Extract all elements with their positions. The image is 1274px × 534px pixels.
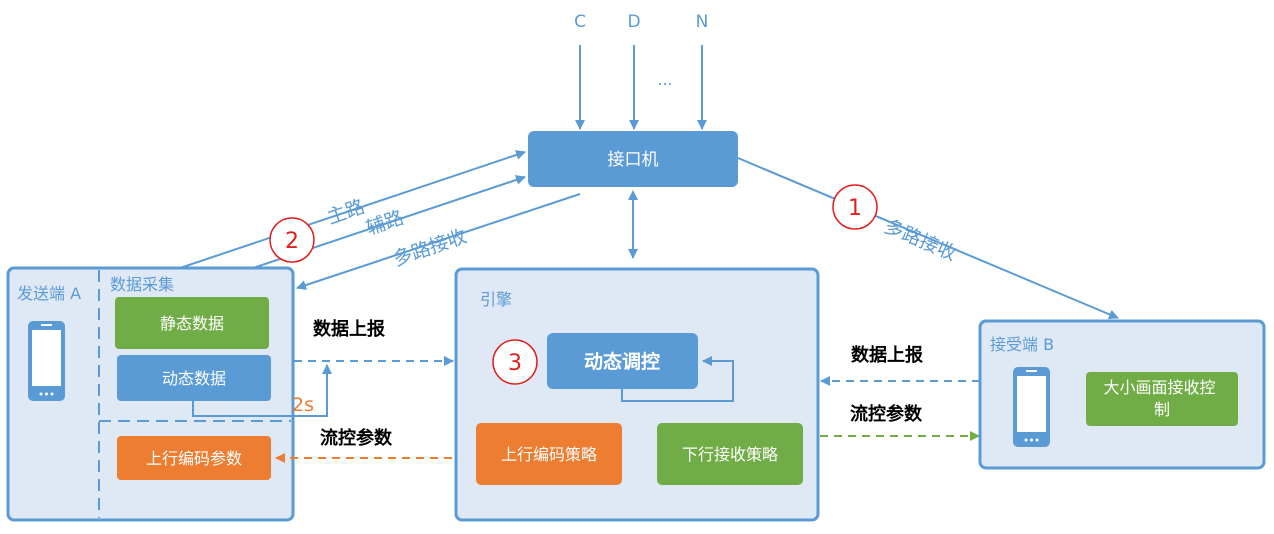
main-path-line (179, 150, 526, 269)
interval-label: 2s (292, 394, 314, 416)
dynamic-control-box[interactable] (547, 333, 698, 389)
downlink-strategy-label: 下行接收策略 (682, 445, 778, 464)
dynamic-data-label: 动态数据 (162, 369, 226, 388)
marker-2-label: 2 (285, 229, 299, 254)
report-right-label: 数据上报 (851, 344, 923, 366)
multi-receive-left-line (296, 193, 581, 290)
engine-title: 引擎 (480, 290, 512, 309)
uplink-strategy-box[interactable] (476, 423, 622, 485)
multi-receive-left-label: 多路接收 (390, 225, 469, 271)
marker-1: 1 (832, 184, 878, 230)
input-ellipsis: ... (657, 70, 672, 89)
downlink-strategy-box[interactable] (657, 423, 803, 485)
control-right-label: 流控参数 (850, 403, 923, 425)
main-path-label: 主路 (324, 196, 367, 229)
dynamic-control-label: 动态调控 (584, 350, 660, 373)
sender-panel: 发送端 A 数据采集 静态数据 动态数据 上行编码参数 (6, 266, 295, 522)
sender-phone-icon (28, 321, 65, 401)
receiver-phone-icon (1013, 367, 1050, 447)
uplink-params-label: 上行编码参数 (146, 449, 242, 468)
multi-receive-right-line (737, 157, 1119, 320)
engine-panel: 引擎 动态调控 3 上行编码策略 下行接收策略 (454, 267, 820, 522)
input-d-label: D (627, 12, 640, 32)
marker-3: 3 (492, 339, 538, 385)
dynamic-data-2s-loop (192, 364, 332, 417)
marker-3-label: 3 (508, 351, 522, 376)
interface-machine[interactable]: 接口机 (528, 131, 738, 187)
input-c-label: C (574, 12, 586, 32)
large-small-control-label: 大小画面接收控 制 (1103, 378, 1220, 419)
interface-machine-label: 接口机 (608, 150, 659, 170)
receiver-panel: 接受端 B 大小画面接收控 制 (978, 319, 1266, 470)
static-data-box[interactable] (115, 297, 269, 349)
static-data-label: 静态数据 (160, 314, 224, 333)
marker-2: 2 (269, 217, 315, 263)
uplink-params-box[interactable] (117, 436, 271, 480)
dynamic-data-box[interactable] (117, 355, 271, 401)
uplink-strategy-label: 上行编码策略 (501, 445, 597, 464)
sender-title: 发送端 A (17, 284, 81, 303)
large-small-control-box[interactable] (1086, 372, 1238, 426)
input-sources: C D N ... (574, 12, 709, 130)
dynamic-control-self-loop (621, 356, 734, 402)
interface-machine-box[interactable] (528, 131, 738, 187)
data-collection-label: 数据采集 (110, 275, 174, 294)
receiver-title: 接受端 B (990, 335, 1054, 354)
multi-receive-right-label: 多路接收 (881, 215, 960, 265)
control-left-label: 流控参数 (320, 427, 393, 449)
input-n-label: N (696, 12, 709, 32)
report-left-label: 数据上报 (313, 318, 385, 340)
marker-1-label: 1 (848, 196, 862, 221)
aux-path-label: 辅路 (363, 207, 406, 240)
